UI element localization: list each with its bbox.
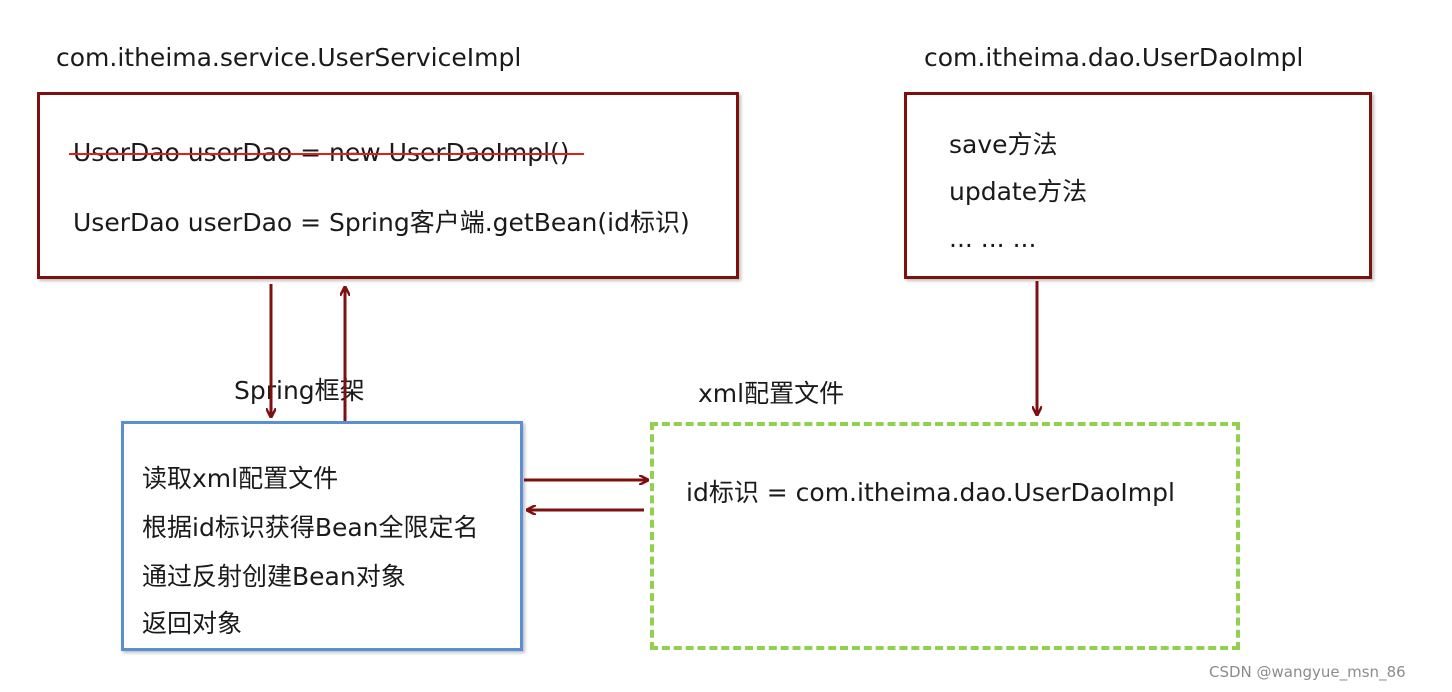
strikethrough-text: UserDao userDao = new UserDaoImpl() [69, 138, 584, 167]
spring-framework-title: Spring框架 [234, 376, 365, 405]
dao-class-title: com.itheima.dao.UserDaoImpl [924, 43, 1304, 72]
service-impl-box: UserDao userDao = new UserDaoImpl() User… [37, 92, 739, 279]
new-code-line: UserDao userDao = Spring客户端.getBean(id标识… [73, 208, 690, 237]
strikethrough-line [69, 153, 584, 155]
old-code-line: UserDao userDao = new UserDaoImpl() [69, 138, 584, 167]
xml-bean-entry: id标识 = com.itheima.dao.UserDaoImpl [686, 478, 1175, 507]
old-code-text: UserDao userDao = new UserDaoImpl() [73, 138, 570, 167]
spring-step-return-object: 返回对象 [142, 609, 243, 638]
spring-step-reflect-create: 通过反射创建Bean对象 [142, 562, 406, 591]
spring-step-read-xml: 读取xml配置文件 [142, 464, 339, 493]
xml-config-box: id标识 = com.itheima.dao.UserDaoImpl [650, 422, 1240, 650]
spring-step-get-classname: 根据id标识获得Bean全限定名 [142, 513, 479, 542]
dao-method-save: save方法 [949, 130, 1058, 159]
service-class-title: com.itheima.service.UserServiceImpl [56, 43, 522, 72]
dao-method-update: update方法 [949, 177, 1088, 206]
dao-impl-box: save方法 update方法 ... ... ... [904, 92, 1372, 279]
xml-config-title: xml配置文件 [698, 379, 845, 408]
spring-framework-box: 读取xml配置文件 根据id标识获得Bean全限定名 通过反射创建Bean对象 … [121, 421, 523, 651]
dao-method-ellipsis: ... ... ... [949, 224, 1037, 253]
csdn-watermark: CSDN @wangyue_msn_86 [1209, 663, 1406, 681]
